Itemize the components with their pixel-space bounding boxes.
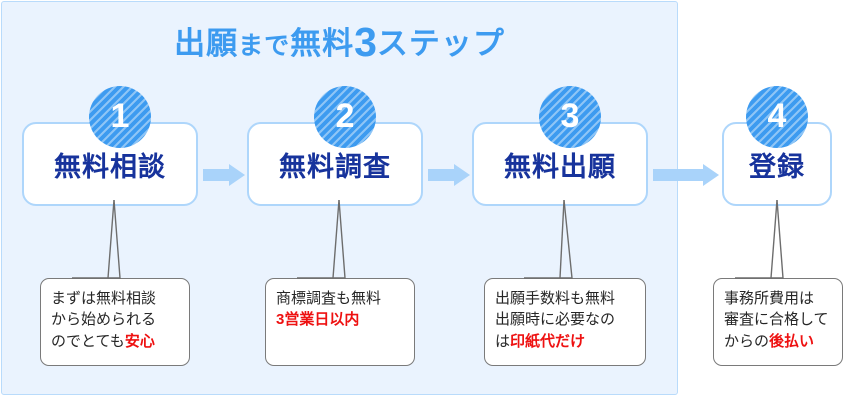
caption-4-line-2: 審査に合格して bbox=[724, 311, 829, 329]
caption-3-line-1: 出願手数料も無料 bbox=[495, 290, 616, 307]
arrow-head-icon bbox=[229, 164, 245, 186]
caption-1-highlight: 安心 bbox=[124, 332, 155, 350]
step-number-badge-2: 2 bbox=[314, 86, 376, 148]
caption-4-line-1: 事務所費用は bbox=[724, 290, 815, 307]
arrow-shaft bbox=[203, 169, 230, 181]
arrow-step1-to-step2 bbox=[203, 164, 245, 186]
arrow-head-icon bbox=[703, 164, 719, 186]
caption-4-line-3-plain: からの bbox=[724, 332, 770, 350]
arrow-shaft bbox=[653, 169, 704, 181]
title-text-4: ステップ bbox=[376, 26, 505, 61]
step-label-2: 無料調査 bbox=[279, 151, 391, 182]
caption-1-line-1: まずは無料相談 bbox=[51, 290, 157, 307]
caption-box-4: 事務所費用は 審査に合格して からの後払い bbox=[713, 278, 843, 366]
step-number-badge-4: 4 bbox=[746, 86, 808, 148]
step-label-4: 登録 bbox=[749, 151, 805, 182]
title-text-3: 無料 bbox=[290, 26, 355, 61]
caption-2-line-1: 商標調査も無料 bbox=[276, 290, 382, 307]
arrow-step2-to-step3 bbox=[428, 164, 470, 186]
step-number-badge-1: 1 bbox=[89, 86, 151, 148]
connector-4 bbox=[735, 200, 784, 279]
caption-1-line-2: から始められる bbox=[51, 311, 157, 329]
caption-1-line-3-plain: のでとても bbox=[51, 332, 125, 350]
step-label-1: 無料相談 bbox=[54, 151, 166, 182]
step-number-badge-3: 3 bbox=[539, 86, 601, 148]
caption-3-line-3-plain: は bbox=[495, 332, 511, 350]
arrow-step3-to-step4 bbox=[653, 164, 719, 186]
step-label-3: 無料出願 bbox=[504, 151, 616, 182]
step-number-1: 1 bbox=[110, 97, 130, 135]
step-number-3: 3 bbox=[560, 97, 580, 135]
caption-3-line-3: は印紙代だけ bbox=[495, 331, 635, 352]
caption-3-highlight: 印紙代だけ bbox=[510, 332, 586, 350]
arrow-shaft bbox=[428, 169, 455, 181]
caption-box-1: まずは無料相談 から始められる のでとても安心 bbox=[40, 278, 190, 366]
caption-box-3: 出願手数料も無料 出願時に必要なの は印紙代だけ bbox=[484, 278, 646, 366]
connector-1 bbox=[72, 200, 121, 279]
title-number: 3 bbox=[354, 19, 377, 65]
caption-box-2: 商標調査も無料 3営業日以内 bbox=[265, 278, 415, 366]
connector-3 bbox=[524, 200, 573, 279]
caption-3-line-2: 出願時に必要なの bbox=[495, 311, 616, 329]
step-number-4: 4 bbox=[767, 97, 787, 135]
arrow-head-icon bbox=[454, 164, 470, 186]
title-text-1: 出願 bbox=[174, 26, 239, 61]
title-text-2: まで bbox=[238, 32, 291, 60]
caption-1-line-3: のでとても安心 bbox=[51, 331, 179, 352]
page-title: 出願まで無料3ステップ bbox=[0, 22, 679, 63]
caption-2-highlight: 3営業日以内 bbox=[276, 311, 360, 329]
step-number-2: 2 bbox=[335, 97, 355, 135]
caption-4-highlight: 後払い bbox=[769, 332, 815, 350]
connector-2 bbox=[297, 200, 346, 279]
caption-4-line-3: からの後払い bbox=[724, 331, 832, 352]
